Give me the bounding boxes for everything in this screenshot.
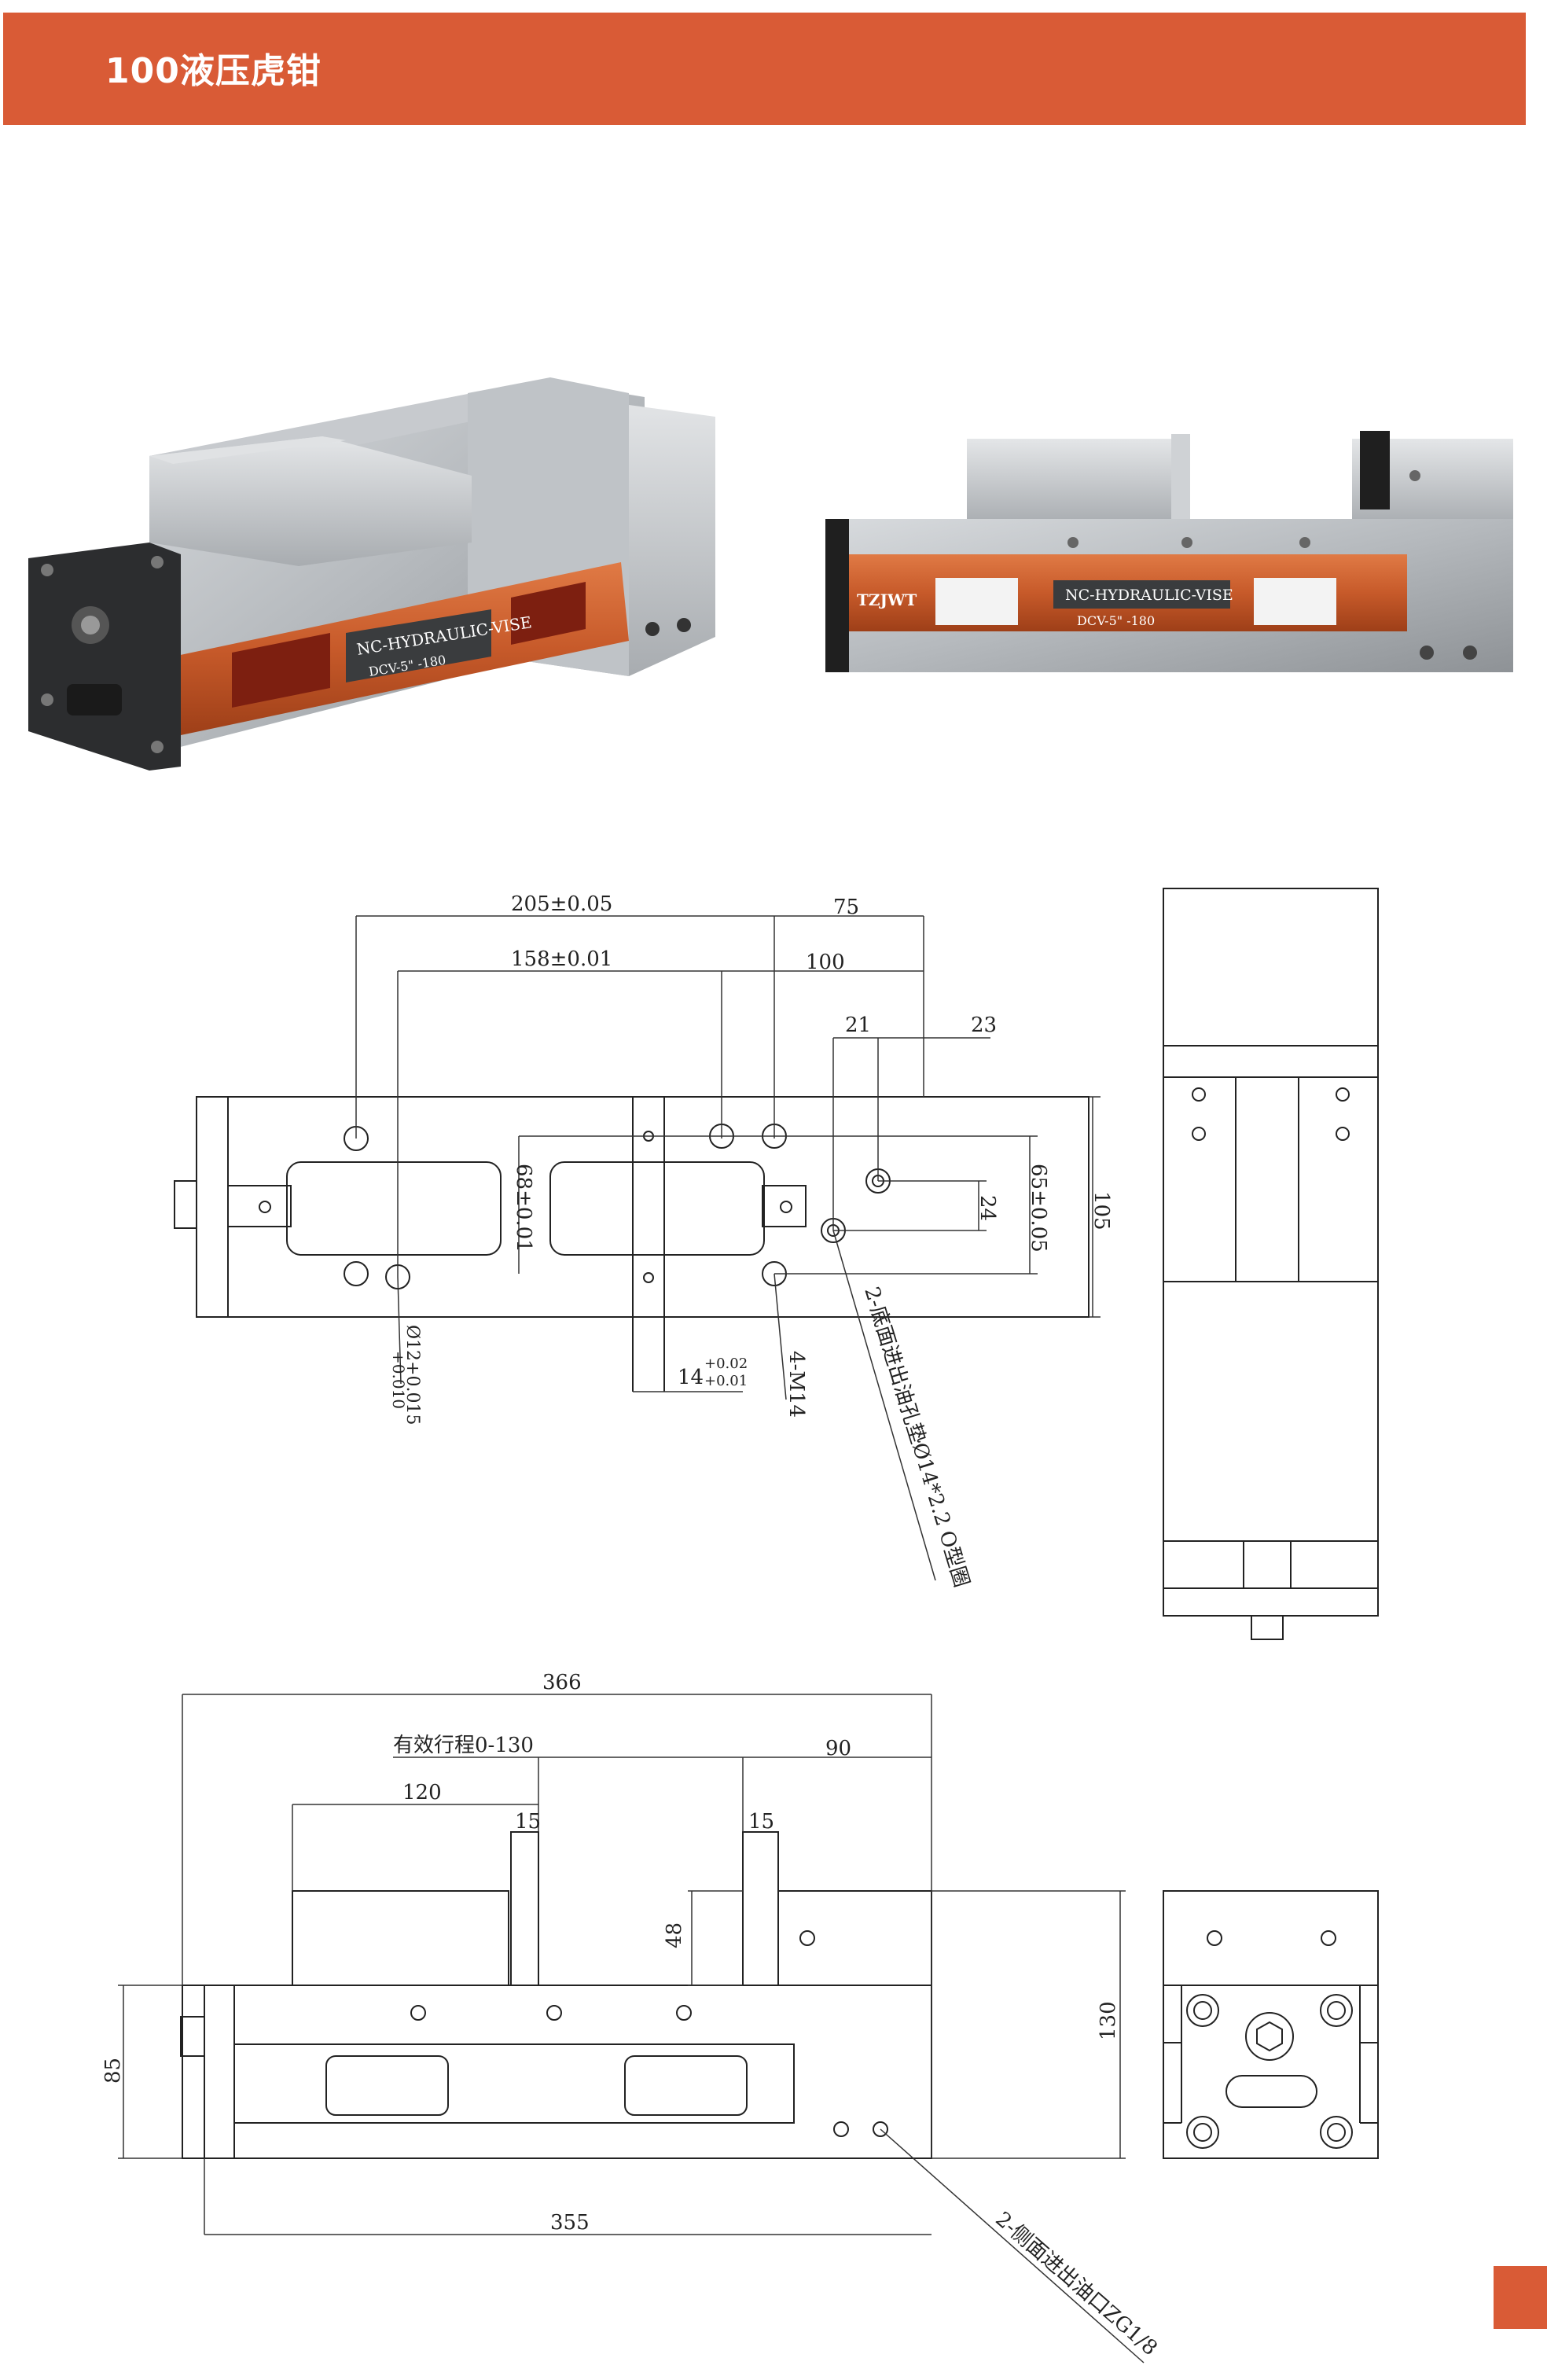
- dim-90: 90: [825, 1737, 851, 1760]
- dim-158: 158±0.01: [511, 947, 612, 971]
- dim-105: 105: [1090, 1191, 1113, 1230]
- note-m14: 4-M14: [785, 1351, 808, 1418]
- note-side-oil: 2-侧面进出油口ZG1/8: [990, 2208, 1161, 2361]
- dim-75: 75: [833, 896, 859, 919]
- left-window: [232, 633, 330, 708]
- dim-phi12-lower: +0.010: [389, 1351, 408, 1409]
- slot-right: [549, 1161, 765, 1256]
- dim-68: 68±0.01: [512, 1164, 535, 1253]
- header-bar: 100液压虎钳: [3, 13, 1526, 125]
- dim-15b: 15: [748, 1810, 774, 1834]
- brand-logo: TZJWT: [857, 590, 917, 609]
- dim-23: 23: [971, 1013, 997, 1037]
- note-oil-bottom: 2-底面进出油孔垫Ø14*2.2 O型圈: [859, 1284, 973, 1590]
- dim-130: 130: [1097, 2001, 1120, 2040]
- product-photos: NC-HYDRAULIC-VISE DCV-5" -180 NC-HYDRAUL…: [28, 377, 1513, 771]
- dim-stroke: 有效行程0-130: [393, 1734, 534, 1757]
- page-title: 100液压虎钳: [105, 51, 322, 91]
- front-view-outline: [180, 1831, 932, 2159]
- dim-205: 205±0.05: [511, 892, 612, 916]
- side-view-top: [1163, 888, 1379, 1640]
- right-window: [511, 582, 586, 645]
- dim-24: 24: [976, 1195, 999, 1221]
- dim-14-lower: +0.01: [704, 1373, 748, 1389]
- corner-accent: [1494, 2266, 1547, 2329]
- label-plate-right: [1053, 580, 1230, 609]
- movable-jaw-right: [967, 439, 1171, 525]
- vise-photo-right: NC-HYDRAULIC-VISE DCV-5" -180 TZJWT: [825, 431, 1513, 672]
- movable-jaw: [149, 436, 472, 566]
- dim-355: 355: [550, 2211, 590, 2235]
- slot-left: [286, 1161, 502, 1256]
- dim-48: 48: [663, 1922, 686, 1948]
- dim-65: 65±0.05: [1027, 1164, 1050, 1253]
- dim-120: 120: [402, 1781, 442, 1804]
- end-cap: [28, 543, 181, 771]
- dim-366: 366: [542, 1671, 582, 1694]
- dim-14-upper: +0.02: [704, 1356, 748, 1372]
- dim-phi12: Ø12+0.015: [402, 1325, 422, 1425]
- vise-photo-left: NC-HYDRAULIC-VISE DCV-5" -180: [28, 377, 715, 771]
- dim-15a: 15: [515, 1810, 541, 1834]
- label-model-right: DCV-5" -180: [1077, 613, 1155, 628]
- dim-14: 14: [678, 1366, 704, 1389]
- dim-85: 85: [101, 2058, 125, 2084]
- label-plate-left: [346, 609, 491, 682]
- label-main-right: NC-HYDRAULIC-VISE: [1065, 587, 1233, 604]
- dim-21: 21: [845, 1013, 871, 1037]
- end-view: [1163, 1890, 1379, 2159]
- dim-100: 100: [806, 951, 845, 974]
- top-view-outline: [227, 1096, 1090, 1318]
